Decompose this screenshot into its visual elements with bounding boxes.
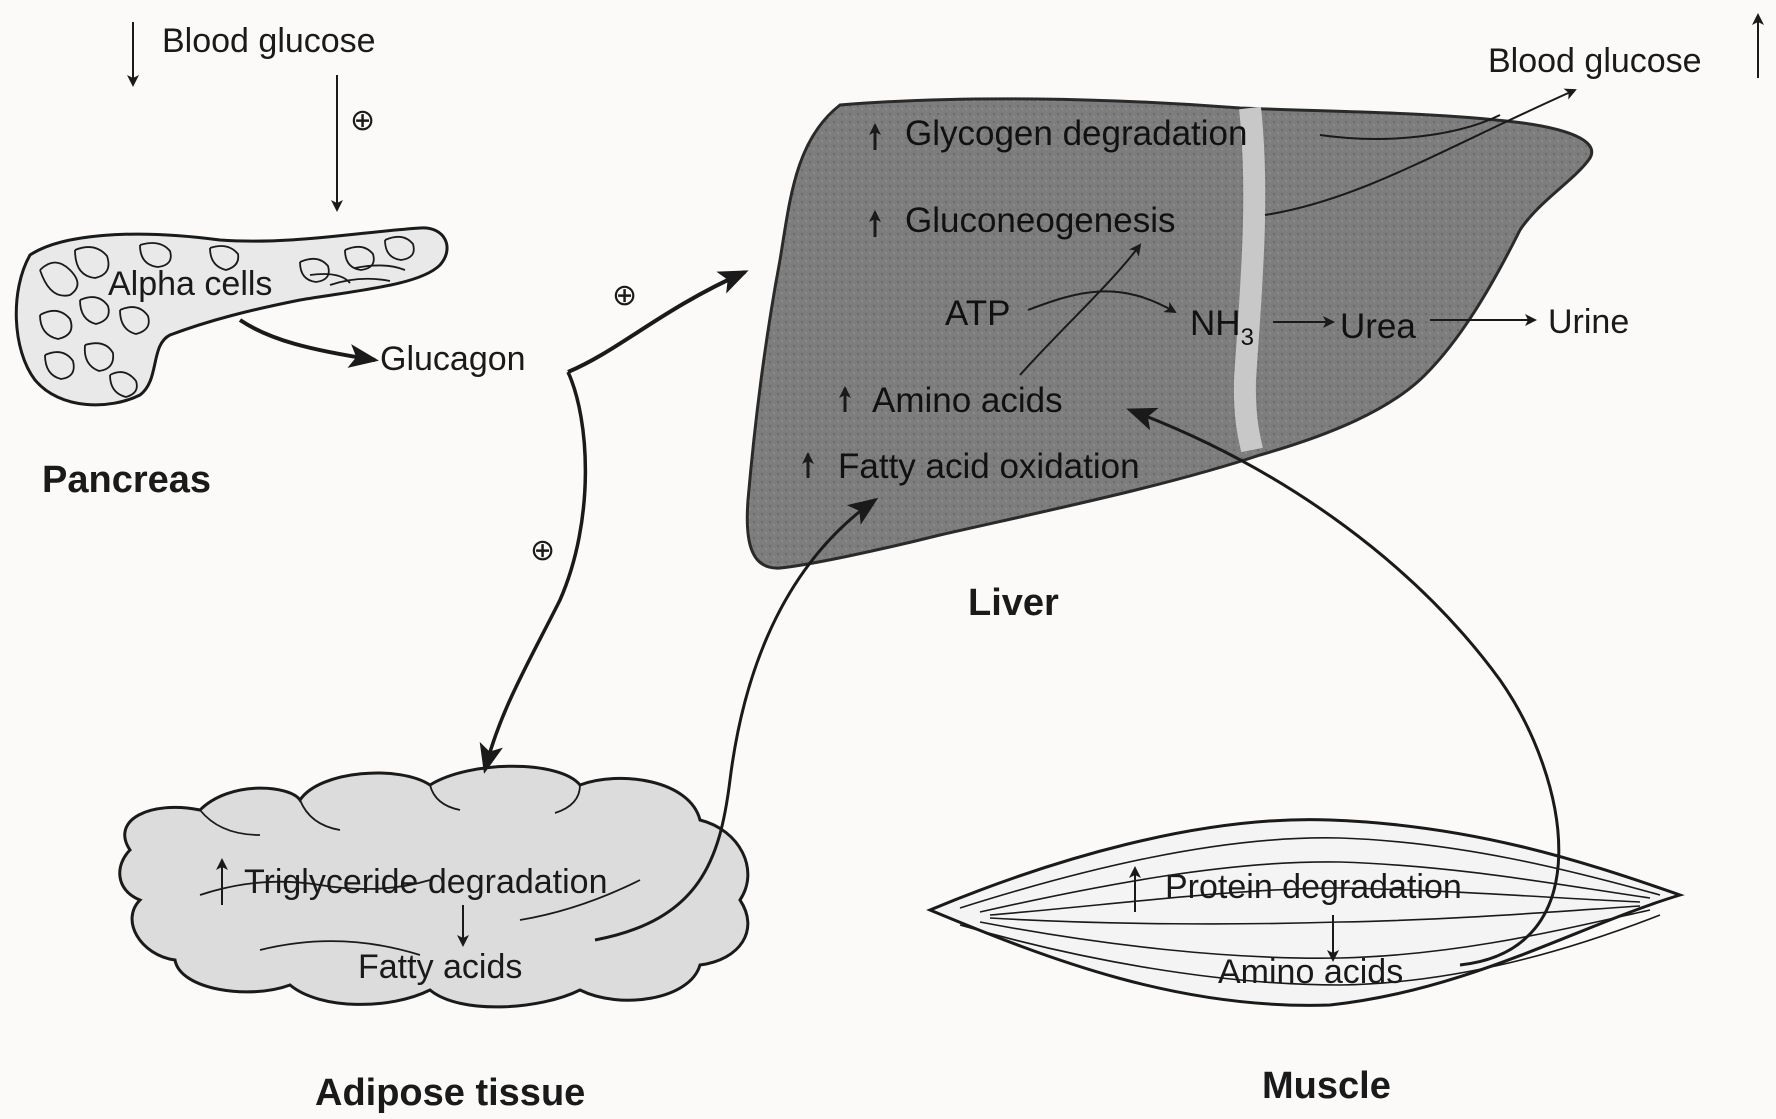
pancreas-title: Pancreas (42, 459, 211, 501)
blood-glucose-in-label: Blood glucose (162, 22, 376, 60)
glycogen-degradation-label: Glycogen degradation (905, 114, 1247, 153)
urea-label: Urea (1340, 307, 1416, 346)
pancreas-shape (16, 228, 447, 405)
urine-label: Urine (1548, 303, 1629, 341)
blood-glucose-out-label: Blood glucose (1488, 42, 1702, 80)
alpha-cells-label: Alpha cells (108, 265, 272, 303)
gluconeogenesis-label: Gluconeogenesis (905, 201, 1175, 240)
glucagon-label: Glucagon (380, 340, 526, 378)
liver-amino-acids-label: Amino acids (872, 381, 1063, 420)
plus-icon: ⊕ (350, 104, 375, 137)
liver-title: Liver (968, 582, 1059, 624)
plus-icon: ⊕ (530, 534, 555, 567)
plus-icon: ⊕ (612, 279, 637, 312)
atp-label: ATP (945, 294, 1010, 333)
liver-shape (747, 99, 1591, 568)
protein-degradation-label: Protein degradation (1165, 868, 1462, 906)
fatty-acids-label: Fatty acids (358, 948, 522, 986)
adipose-title: Adipose tissue (315, 1072, 585, 1114)
triglyceride-degradation-label: Triglyceride degradation (244, 863, 608, 901)
fatty-acid-oxidation-label: Fatty acid oxidation (838, 447, 1140, 486)
muscle-title: Muscle (1262, 1065, 1391, 1107)
muscle-amino-acids-label: Amino acids (1218, 953, 1403, 991)
